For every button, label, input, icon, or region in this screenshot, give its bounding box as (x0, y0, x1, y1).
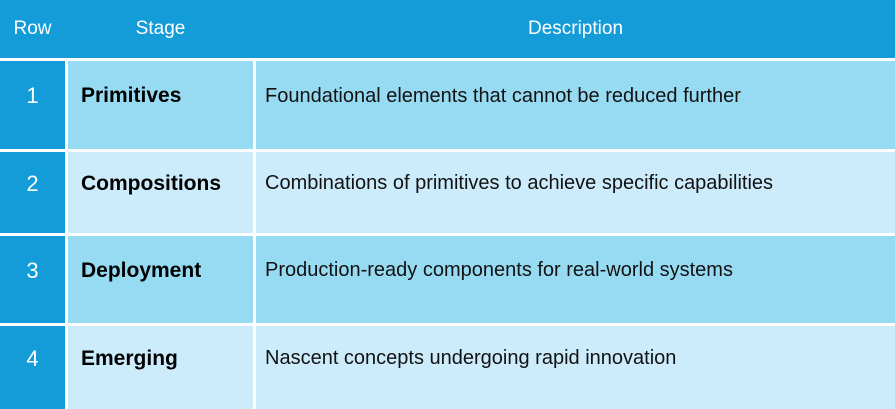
header-cell-description: Description (527, 18, 624, 39)
description-cell: Combinations of primitives to achieve sp… (256, 152, 895, 233)
table-row: 4 Emerging Nascent concepts undergoing r… (0, 326, 895, 409)
stage-cell: Emerging (68, 326, 253, 409)
description-cell: Nascent concepts undergoing rapid innova… (256, 326, 895, 409)
header-cell-stage: Stage (135, 18, 186, 39)
table-row: 1 Primitives Foundational elements that … (0, 61, 895, 149)
header-cell-row: Row (13, 18, 52, 39)
stage-cell: Deployment (68, 236, 253, 323)
row-number-cell: 4 (0, 326, 65, 409)
row-number-cell: 2 (0, 152, 65, 233)
table-header-row: Row Stage Description (0, 0, 895, 58)
description-cell: Foundational elements that cannot be red… (256, 61, 895, 149)
stage-cell: Primitives (68, 61, 253, 149)
stage-cell: Compositions (68, 152, 253, 233)
row-number-cell: 3 (0, 236, 65, 323)
description-cell: Production-ready components for real-wor… (256, 236, 895, 323)
table-row: 3 Deployment Production-ready components… (0, 236, 895, 323)
row-number-cell: 1 (0, 61, 65, 149)
table-row: 2 Compositions Combinations of primitive… (0, 152, 895, 233)
